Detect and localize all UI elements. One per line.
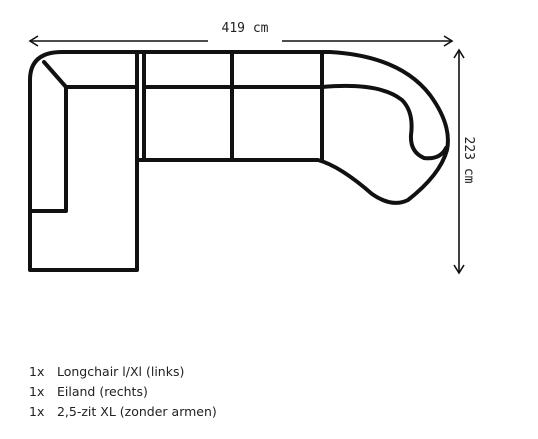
sofa-contour xyxy=(28,50,450,272)
component-name: Longchair l/Xl (links) xyxy=(56,364,185,379)
width-dimension: 419 cm xyxy=(28,21,454,48)
component-list: 1x Longchair l/Xl (links) 1x Eiland (rec… xyxy=(29,362,217,422)
component-item: 1x 2,5-zit XL (zonder armen) xyxy=(29,402,217,422)
component-name: 2,5-zit XL (zonder armen) xyxy=(56,404,217,419)
depth-label: 223 cm xyxy=(461,137,476,184)
depth-dimension: 223 cm xyxy=(453,48,476,275)
component-qty: 1x xyxy=(29,404,45,419)
component-qty: 1x xyxy=(29,384,45,399)
island-backrest xyxy=(320,83,448,161)
sofa-outline xyxy=(28,50,450,272)
sofa-diagram: 419 cm 223 cm xyxy=(28,21,476,275)
component-name: Eiland (rechts) xyxy=(56,384,148,399)
component-item: 1x Eiland (rechts) xyxy=(29,382,217,402)
longchair-back xyxy=(30,60,68,213)
width-label: 419 cm xyxy=(222,21,269,36)
component-item: 1x Longchair l/Xl (links) xyxy=(29,362,217,382)
component-qty: 1x xyxy=(29,364,45,379)
